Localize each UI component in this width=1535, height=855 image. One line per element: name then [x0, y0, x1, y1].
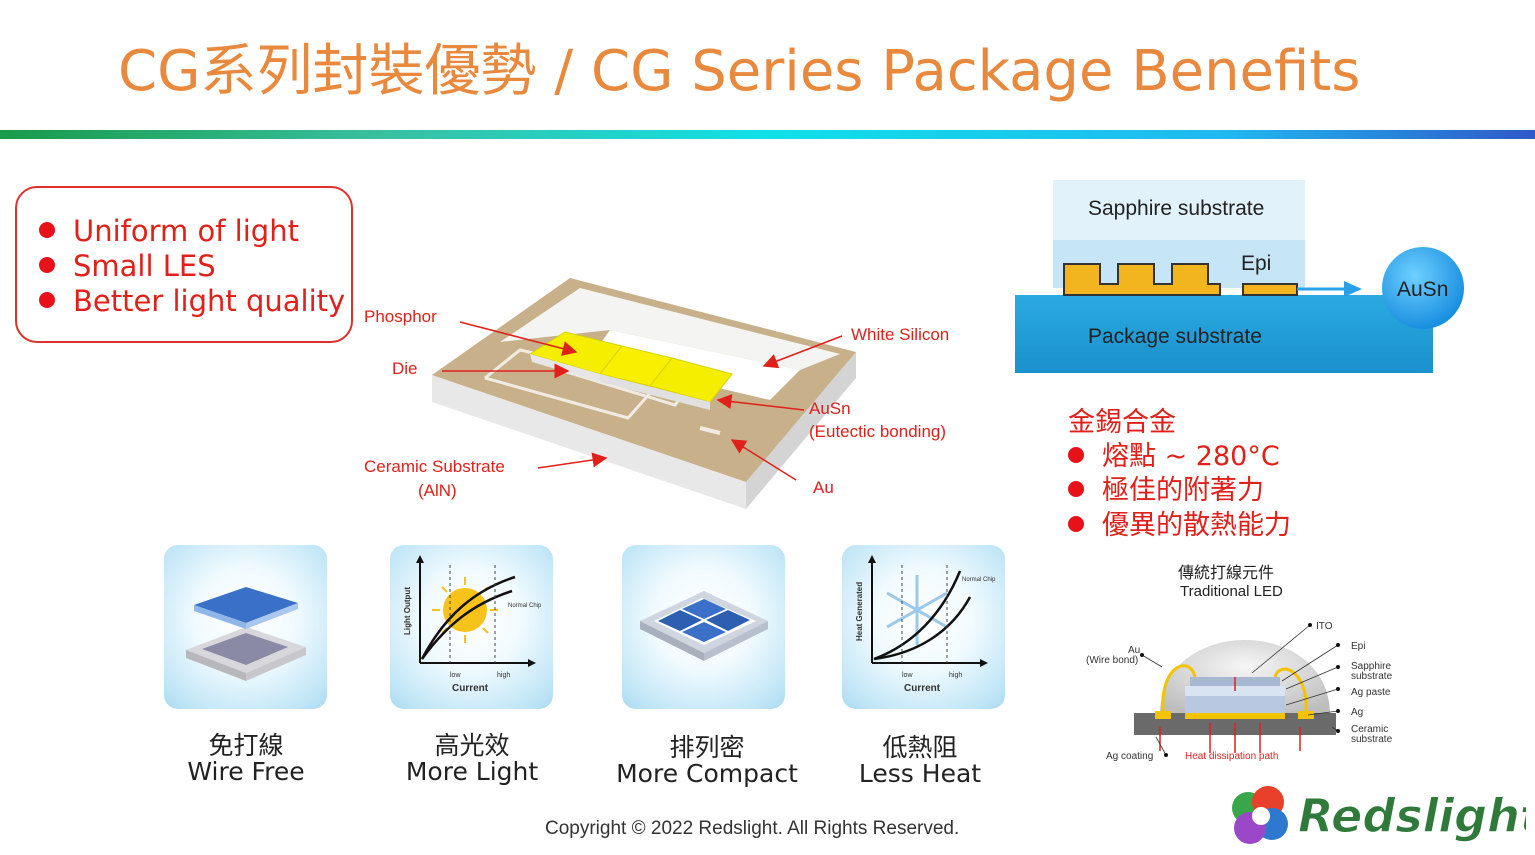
- benefit-item: Small LES: [39, 249, 216, 283]
- alloy-point: 優異的散熱能力: [1068, 503, 1291, 542]
- bullet-icon: [1068, 515, 1084, 532]
- bullet-icon: [1068, 480, 1084, 497]
- svg-text:ITO: ITO: [1316, 621, 1333, 632]
- more-light-tile: Light Output Current low high Normal Chi…: [390, 545, 553, 709]
- svg-text:Normal Chip: Normal Chip: [962, 577, 996, 583]
- copyright-text: Copyright © 2022 Redslight. All Rights R…: [545, 818, 960, 839]
- svg-text:high: high: [497, 672, 510, 679]
- more-compact-tile: [622, 545, 785, 709]
- svg-text:low: low: [450, 672, 461, 679]
- alloy-heading: 金錫合金: [1068, 407, 1176, 438]
- bullet-icon: [39, 292, 55, 308]
- svg-text:Ag coating: Ag coating: [1106, 751, 1153, 762]
- svg-text:Light Output: Light Output: [403, 587, 412, 635]
- svg-text:Ag paste: Ag paste: [1351, 687, 1391, 698]
- alloy-point: 熔點 ~ 280°C: [1068, 434, 1280, 473]
- less-heat-tile: Heat Generated Current low high Normal C…: [842, 545, 1005, 709]
- label-eutectic-bonding: (Eutectic bonding): [809, 422, 947, 441]
- redslight-logo: Redslight: [1232, 786, 1526, 844]
- bullet-icon: [1068, 446, 1084, 463]
- compact-array-icon: [640, 591, 768, 661]
- label-au: Au: [813, 478, 834, 497]
- feature-caption-en: Less Heat: [858, 759, 982, 788]
- svg-text:Normal Chip: Normal Chip: [508, 603, 542, 609]
- benefits-box: Uniform of light Small LES Better light …: [15, 186, 353, 343]
- svg-text:Current: Current: [904, 683, 941, 694]
- svg-text:(Wire bond): (Wire bond): [1086, 655, 1138, 666]
- label-ceramic-substrate-material: (AlN): [418, 481, 457, 500]
- label-package-substrate: Package substrate: [1088, 325, 1262, 348]
- svg-text:Current: Current: [452, 683, 489, 694]
- svg-text:Ag: Ag: [1351, 707, 1363, 718]
- traditional-led-title-en: Traditional LED: [1180, 583, 1283, 600]
- benefit-item: Uniform of light: [39, 214, 299, 248]
- feature-caption-en: Wire Free: [187, 757, 305, 786]
- label-epi: Epi: [1241, 252, 1272, 275]
- benefit-item: Better light quality: [39, 284, 345, 318]
- svg-text:Epi: Epi: [1351, 641, 1365, 652]
- wire-free-icon: [186, 587, 306, 681]
- feature-caption-en: More Compact: [616, 759, 798, 788]
- svg-text:Sapphire: Sapphire: [1351, 661, 1391, 672]
- label-phosphor: Phosphor: [364, 307, 437, 326]
- brand-name: Redslight: [1298, 789, 1526, 843]
- traditional-led-title-zh: 傳統打線元件: [1178, 563, 1275, 582]
- light-output-chart-icon: Light Output Current low high Normal Chi…: [403, 555, 542, 694]
- svg-text:high: high: [949, 672, 962, 679]
- label-ceramic-substrate: Ceramic Substrate: [364, 457, 505, 476]
- svg-text:low: low: [902, 672, 913, 679]
- title-divider: [0, 130, 1535, 139]
- label-die: Die: [392, 359, 418, 378]
- label-sapphire-substrate: Sapphire substrate: [1088, 197, 1265, 220]
- svg-text:Heat dissipation path: Heat dissipation path: [1185, 751, 1278, 762]
- bullet-icon: [39, 222, 55, 238]
- feature-caption-zh: 免打線: [208, 731, 284, 760]
- page-title: CG系列封裝優勢 / CG Series Package Benefits: [118, 39, 1361, 104]
- svg-text:Ceramic: Ceramic: [1351, 724, 1388, 735]
- feature-caption-en: More Light: [405, 757, 539, 786]
- svg-text:Au: Au: [1128, 645, 1140, 656]
- traditional-led-diagram: Au (Wire bond) ITO Epi Sapphire substrat…: [1086, 621, 1393, 762]
- label-white-silicon: White Silicon: [851, 325, 950, 344]
- feature-caption-zh: 低熱阻: [882, 733, 958, 762]
- flip-chip-structure-diagram: [1015, 180, 1464, 373]
- wire-free-tile: [164, 545, 327, 709]
- alloy-point: 極佳的附著力: [1068, 468, 1264, 507]
- svg-text:Heat Generated: Heat Generated: [855, 582, 864, 641]
- cg-package-illustration: [432, 278, 856, 509]
- feature-caption-zh: 高光效: [434, 731, 510, 760]
- label-ausn: AuSn: [809, 399, 851, 418]
- svg-text:substrate: substrate: [1351, 734, 1393, 745]
- label-ausn-bubble: AuSn: [1397, 278, 1449, 301]
- heat-generated-chart-icon: Heat Generated Current low high Normal C…: [855, 555, 996, 694]
- bullet-icon: [39, 257, 55, 273]
- svg-text:substrate: substrate: [1351, 671, 1393, 682]
- feature-caption-zh: 排列密: [669, 733, 745, 762]
